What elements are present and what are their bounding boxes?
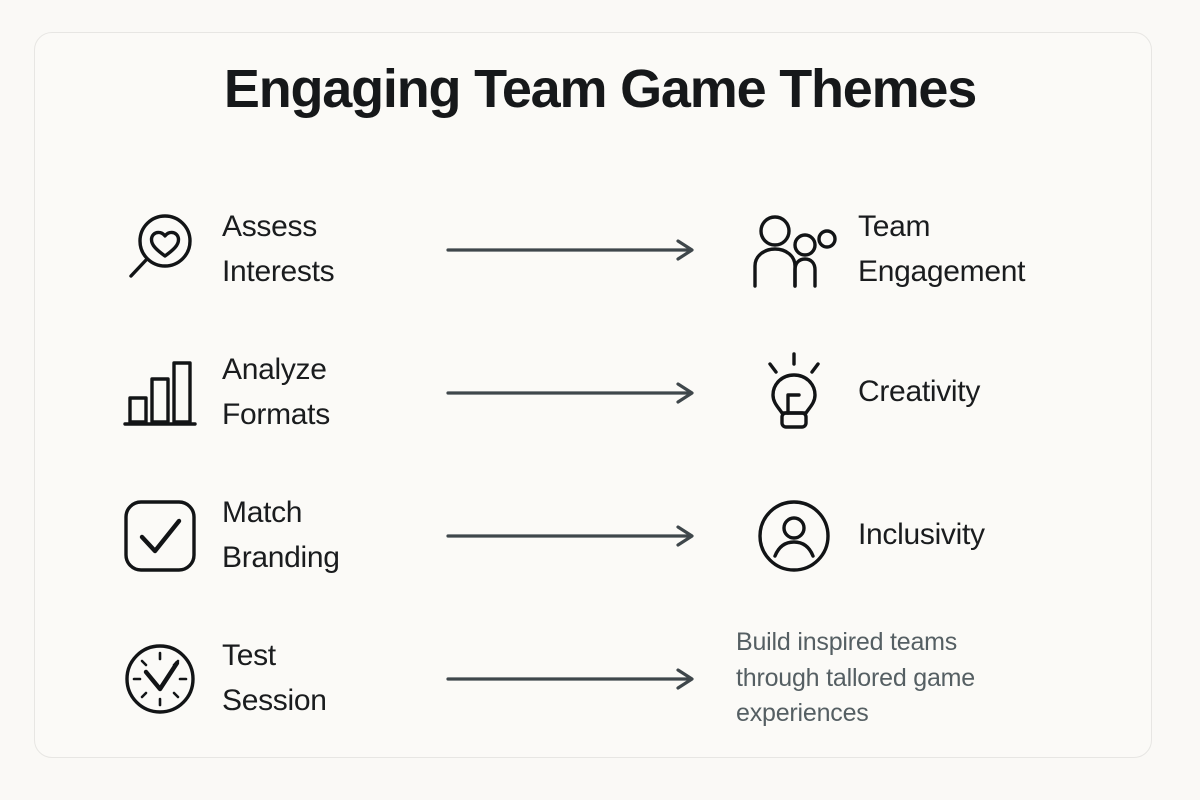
outcome-summary: Build inspired teams through tallored ga… bbox=[736, 607, 1106, 750]
lightbulb-icon bbox=[752, 351, 836, 435]
step-label: Analyze Formats bbox=[222, 353, 330, 431]
bar-chart-icon bbox=[118, 351, 202, 435]
step-label: Test Session bbox=[222, 639, 327, 717]
magnifier-heart-icon bbox=[118, 208, 202, 292]
step-label: Match Branding bbox=[222, 496, 340, 574]
step-test-session: Test Session bbox=[118, 607, 327, 750]
step-assess-interests: Assess Interests bbox=[118, 178, 335, 321]
themes-flow-list: Assess Interests bbox=[0, 178, 1200, 750]
flow-arrow bbox=[446, 321, 704, 464]
flow-arrow bbox=[446, 464, 704, 607]
page-title: Engaging Team Game Themes bbox=[223, 59, 977, 119]
flow-row-analyze-formats: Analyze Formats bbox=[0, 321, 1200, 464]
outcome-label: Creativity bbox=[858, 375, 981, 409]
checkbox-check-icon bbox=[118, 494, 202, 578]
outcome-label: Inclusivity bbox=[858, 518, 985, 552]
outcome-team-engagement: Team Engagement bbox=[752, 178, 1025, 321]
step-analyze-formats: Analyze Formats bbox=[118, 321, 330, 464]
flow-row-match-branding: Match Branding Inclusivity bbox=[0, 464, 1200, 607]
flow-arrow bbox=[446, 178, 704, 321]
outcome-inclusivity: Inclusivity bbox=[752, 464, 985, 607]
flow-row-test-session: Test Session Build inspired teams throug… bbox=[0, 607, 1200, 750]
flow-row-assess-interests: Assess Interests bbox=[0, 178, 1200, 321]
infographic-card bbox=[34, 32, 1152, 758]
group-people-icon bbox=[752, 208, 837, 292]
summary-text: Build inspired teams through tallored ga… bbox=[736, 628, 976, 728]
outcome-creativity: Creativity bbox=[752, 321, 980, 464]
outcome-label: Team Engagement bbox=[858, 210, 1026, 288]
person-circle-icon bbox=[752, 494, 836, 578]
flow-arrow bbox=[446, 607, 704, 750]
step-label: Assess Interests bbox=[222, 210, 335, 288]
clock-check-icon bbox=[118, 637, 202, 721]
step-match-branding: Match Branding bbox=[118, 464, 340, 607]
